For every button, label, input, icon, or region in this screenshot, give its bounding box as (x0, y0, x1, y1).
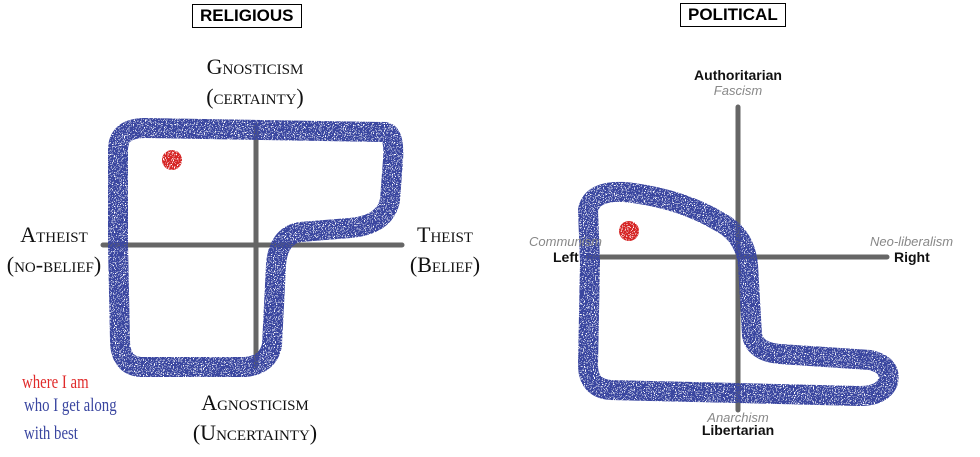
religious-me-marker (162, 150, 182, 170)
political-others-region (578, 181, 899, 406)
legend-who-i-get-along: who I get along (24, 395, 117, 416)
religious-title: RELIGIOUS (192, 4, 302, 28)
religious-top-label: Gnosticism(certainty) (206, 54, 304, 109)
religious-others-region (108, 118, 404, 377)
political-right-sub: Neo-liberalism (870, 234, 954, 249)
political-left-sub: Communism (529, 234, 602, 249)
political-right-label: Right (894, 249, 930, 265)
political-left-label: Left (553, 249, 579, 265)
religious-bottom-label: Agnosticism(Uncertainty) (192, 390, 318, 445)
religious-left-label: Atheist(no-belief) (6, 222, 102, 277)
legend-with-best: with best (24, 423, 78, 444)
political-title: POLITICAL (680, 3, 786, 27)
legend-where-i-am: where I am (22, 372, 89, 393)
religious-right-label: Theist(Belief) (409, 222, 481, 277)
political-me-marker (619, 221, 639, 241)
